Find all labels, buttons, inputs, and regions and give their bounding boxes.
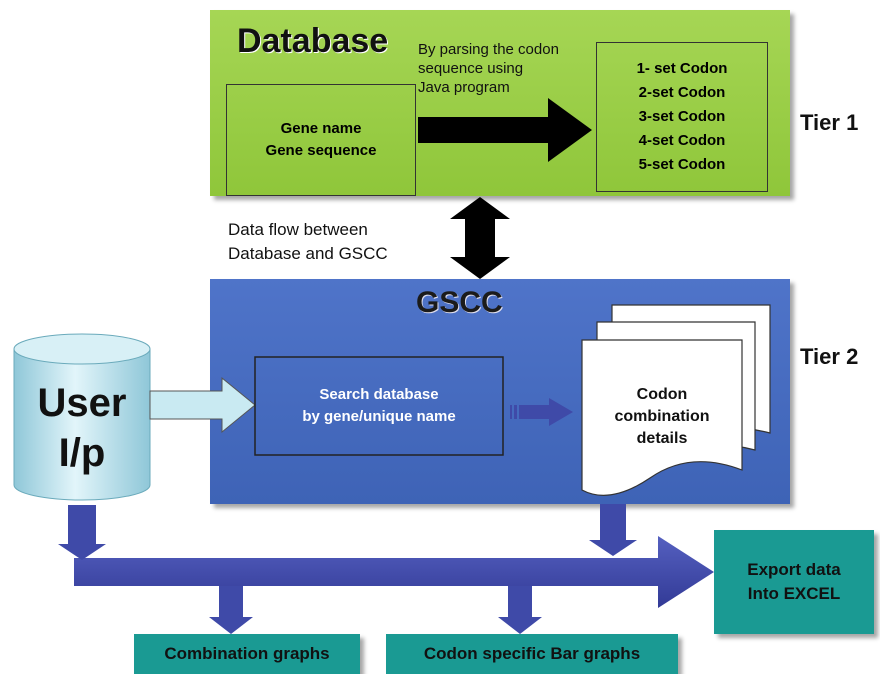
gene-sequence-label: Gene sequence [265, 142, 377, 159]
bar-graphs-arrow [498, 586, 542, 634]
data-flow-note: Data flow between Database and GSCC [228, 218, 388, 266]
codon-doc-line3: details [636, 430, 688, 447]
gscc-title: GSCC [416, 286, 503, 319]
codon-set-4: 4-set Codon [638, 132, 726, 149]
codon-sets-box: 1- set Codon 2-set Codon 3-set Codon 4-s… [596, 42, 768, 192]
codon-bar-graphs-box: Codon specific Bar graphs [386, 634, 678, 674]
codon-combination-details: Codon combination details [582, 384, 742, 450]
codon-documents [581, 304, 771, 496]
combination-graphs-arrow [209, 586, 253, 634]
parse-note: By parsing the codon sequence using Java… [418, 40, 559, 97]
main-flow-arrow [74, 536, 714, 608]
codon-set-3: 3-set Codon [638, 108, 726, 125]
search-box-shape [254, 356, 504, 456]
user-input-label: User I/p [14, 378, 150, 478]
data-flow-line1: Data flow between [228, 220, 368, 239]
tier2-label: Tier 2 [800, 344, 859, 369]
export-line2: Into EXCEL [747, 584, 841, 603]
export-excel-box: Export data Into EXCEL [714, 530, 874, 634]
tier1-label: Tier 1 [800, 110, 859, 135]
data-flow-line2: Database and GSCC [228, 244, 388, 263]
search-line1: Search database [319, 386, 439, 403]
codon-set-2: 2-set Codon [638, 84, 726, 101]
user-label-line1: User [37, 381, 127, 425]
database-title: Database [237, 22, 389, 60]
user-to-search-arrow [149, 376, 256, 434]
doc-down-arrow [589, 504, 637, 556]
data-flow-double-arrow [450, 197, 510, 279]
parse-arrow [418, 98, 592, 162]
search-database-box: Search database by gene/unique name [255, 357, 503, 455]
codon-doc-line1: Codon [636, 386, 688, 403]
gene-box: Gene name Gene sequence [226, 84, 416, 196]
parse-note-line3: Java program [418, 79, 510, 96]
tier1-database-panel [210, 10, 790, 196]
combination-graphs-box: Combination graphs [134, 634, 360, 674]
parse-note-line1: By parsing the codon [418, 41, 559, 58]
user-input-cylinder [13, 333, 151, 501]
user-down-arrow [58, 505, 106, 560]
codon-set-5: 5-set Codon [638, 156, 726, 173]
user-label-line2: I/p [58, 431, 106, 475]
codon-set-1: 1- set Codon [636, 60, 728, 77]
search-line2: by gene/unique name [302, 408, 456, 425]
codon-doc-line2: combination [614, 408, 710, 425]
export-line1: Export data [747, 560, 841, 579]
search-to-doc-arrow [510, 398, 573, 426]
gene-name-label: Gene name [280, 120, 362, 137]
parse-note-line2: sequence using [418, 60, 524, 77]
